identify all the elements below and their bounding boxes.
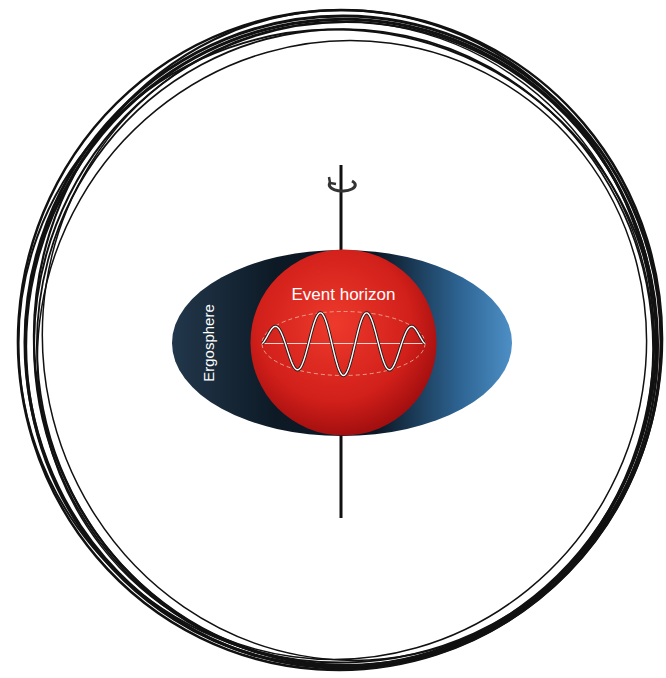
event-horizon-sphere-outline <box>250 249 437 436</box>
event-horizon-sphere: Event horizon <box>250 249 437 436</box>
wave-illustration <box>262 312 425 376</box>
ergosphere-region: Ergosphere Event horizon <box>172 250 512 436</box>
rotation-arrow-icon <box>329 177 355 191</box>
sphere-label: Event horizon <box>292 285 396 305</box>
region-label: Ergosphere <box>200 304 217 382</box>
